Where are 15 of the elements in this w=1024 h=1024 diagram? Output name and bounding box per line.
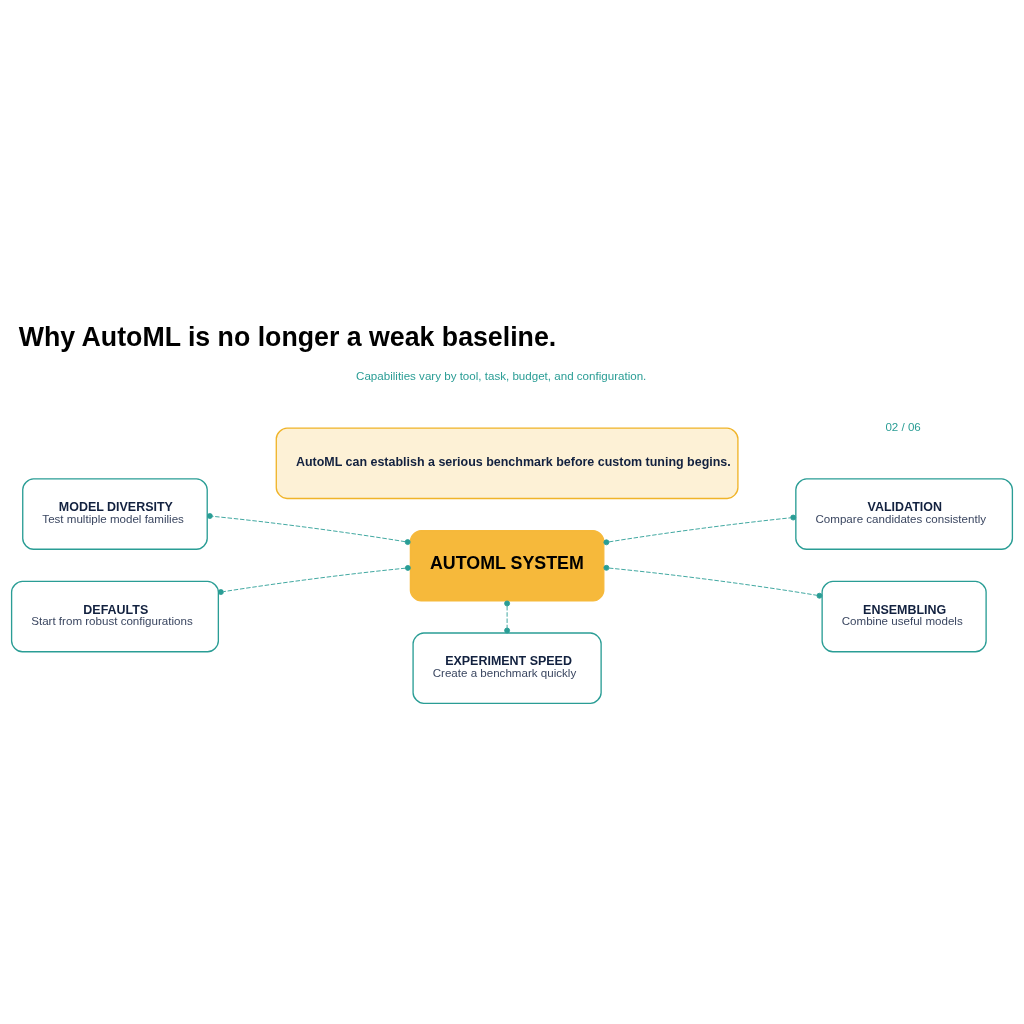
label: 02 / 06 [885,420,921,433]
node-box: ENSEMBLING Combine useful models [821,580,987,652]
node-box: MODEL DIVERSITY Test multiple model families [22,477,208,550]
connector [603,564,823,599]
node-box: VALIDATION Compare candidates consistently [795,477,1014,550]
node-box: AUTOML SYSTEM [409,529,605,602]
node-box: EXPERIMENT SPEED Create a benchmark quickly [412,631,602,704]
diagram-title: Why AutoML is no longer a weak baseline. [18,321,557,352]
connector [603,514,797,545]
node-box: AutoML can establish a serious benchmark before custom tuning begins. [275,426,739,499]
connector [206,512,411,545]
node-box: DEFAULTS Start from robust configurations [10,580,220,652]
label: Capabilities vary by tool, task, budget, and configuration. [356,369,647,382]
connector [217,564,411,595]
connector [504,600,511,633]
